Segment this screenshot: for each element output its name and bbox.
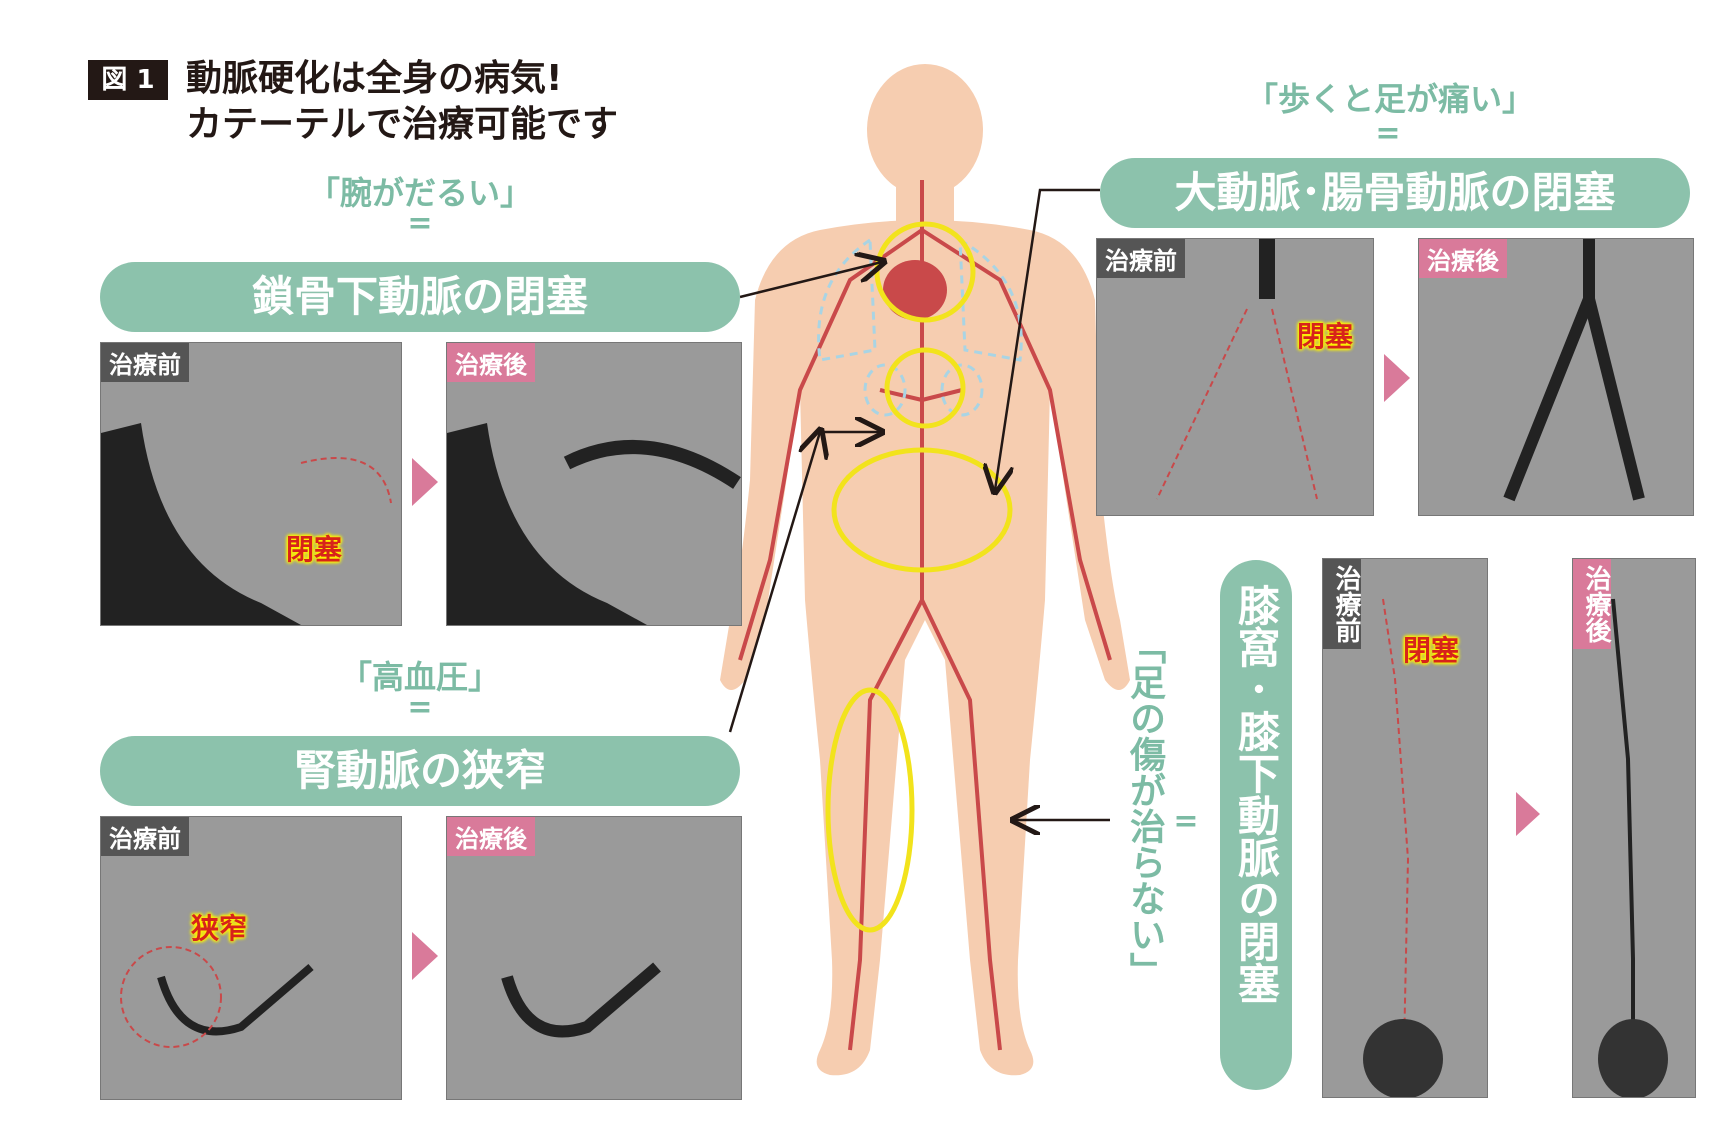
- after-tag: 治療後: [1419, 239, 1507, 278]
- arm-condition-pill: 鎖骨下動脈の閉塞: [100, 262, 740, 332]
- page-title: 動脈硬化は全身の病気! カテーテルで治療可能です: [186, 56, 618, 148]
- kidney-next-arrow: [412, 932, 438, 980]
- title-line-1: 動脈硬化は全身の病気!: [186, 58, 563, 99]
- arm-equals: =: [407, 206, 433, 241]
- pelvis-equals: =: [1375, 116, 1401, 151]
- arm-next-arrow: [412, 458, 438, 506]
- kidney-after-angiogram: [501, 962, 661, 1038]
- leg-next-arrow: [1516, 792, 1540, 836]
- leg-before-xray: 治療前 閉塞: [1322, 558, 1488, 1098]
- after-tag: 治療後: [1573, 559, 1611, 649]
- arm-symptom: 「腕がだるい」: [307, 174, 532, 212]
- pelvis-condition-pill: 大動脈･腸骨動脈の閉塞: [1100, 158, 1690, 228]
- kidney-symptom: 「高血圧」: [339, 658, 500, 696]
- leg-condition-pill: 膝窩･膝下動脈の閉塞: [1220, 560, 1292, 1090]
- arm-occlusion-label: 閉塞: [286, 533, 343, 566]
- kidney-before-xray: 治療前 狭窄: [100, 816, 402, 1100]
- leg-before-angiogram: [1363, 598, 1443, 1097]
- arm-after-angiogram: [447, 423, 741, 625]
- leg-condition: 膝窩･膝下動脈の閉塞: [1231, 584, 1281, 1004]
- before-tag: 治療前: [101, 817, 189, 856]
- kidney-after-xray: 治療後: [446, 816, 742, 1100]
- leg-after-xray: 治療後: [1572, 558, 1696, 1098]
- arm-before-angiogram: [101, 423, 392, 625]
- pelvis-after-angiogram: [1503, 239, 1645, 502]
- leg-occlusion-label: 閉塞: [1403, 634, 1460, 667]
- title-line-2: カテーテルで治療可能です: [186, 104, 619, 145]
- pelvis-before-xray: 治療前 閉塞: [1096, 238, 1374, 516]
- arm-before-xray: 治療前 閉塞: [100, 342, 402, 626]
- before-tag: 治療前: [1323, 559, 1361, 649]
- after-tag: 治療後: [447, 343, 535, 382]
- kidney-before-angiogram: [120, 946, 314, 1048]
- after-tag: 治療後: [447, 817, 535, 856]
- before-tag: 治療前: [101, 343, 189, 382]
- kidney-stenosis-label: 狭窄: [191, 912, 248, 945]
- leg-equals: =: [1173, 804, 1199, 839]
- figure-tag: 図 1: [88, 60, 168, 100]
- leg-after-angiogram: [1598, 598, 1668, 1097]
- pelvis-symptom: 「歩くと足が痛い」: [1245, 80, 1534, 118]
- pelvis-after-xray: 治療後: [1418, 238, 1694, 516]
- kidney-equals: =: [407, 690, 433, 725]
- kidney-condition-pill: 腎動脈の狭窄: [100, 736, 740, 806]
- pelvis-occlusion-label: 閉塞: [1297, 320, 1354, 353]
- pelvis-next-arrow: [1384, 354, 1410, 402]
- before-tag: 治療前: [1097, 239, 1185, 278]
- pelvis-before-angiogram: [1156, 239, 1318, 500]
- leg-symptom: 「足の傷が治らない」: [1124, 628, 1165, 988]
- arm-after-xray: 治療後: [446, 342, 742, 626]
